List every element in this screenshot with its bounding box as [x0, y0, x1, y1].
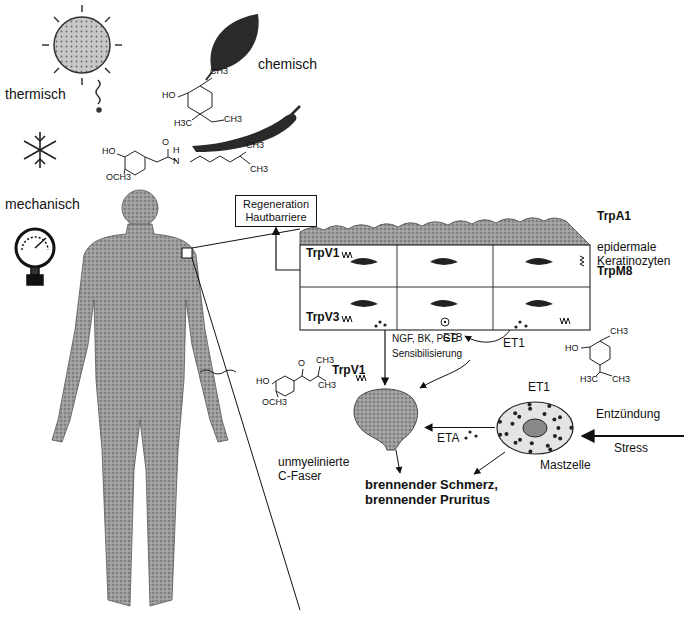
annotation-label: TrpV1	[306, 247, 339, 261]
annotation-label: TrpM8	[597, 265, 632, 279]
pressure-gauge-icon	[16, 229, 54, 285]
annotation-label: Entzündung	[596, 408, 660, 422]
annotation-label: TrpV3	[306, 311, 339, 325]
human-figure	[52, 190, 228, 606]
annotation-label: chemisch	[258, 56, 317, 72]
annotation-label: NGF, BK, PGE	[392, 333, 458, 345]
chemical-atom-label: CH3	[210, 66, 228, 76]
mast-cell: Mastzelle	[495, 400, 575, 455]
chemical-atom-label: CH3	[250, 164, 268, 174]
node-label: Mastzelle	[540, 458, 610, 472]
snowflake-icon	[24, 132, 56, 168]
annotation-label: TrpA1	[597, 210, 631, 224]
chemical-atom-label: H3C	[580, 374, 598, 384]
molecule-capsaicin	[117, 149, 250, 175]
chemical-atom-label: HO	[102, 146, 116, 156]
annotation-label: Stress	[614, 442, 648, 456]
arrow-connector	[384, 330, 385, 385]
chemical-atom-label: HO	[162, 90, 176, 100]
molecule-thymol	[178, 78, 224, 122]
annotation-label: ET1	[528, 381, 550, 395]
chemical-atom-label: O	[162, 137, 169, 147]
annotation-label: ET1	[503, 337, 525, 351]
ion-channel-symbol	[342, 252, 584, 381]
chemical-atom-label: OCH3	[106, 172, 131, 182]
arrow-connector	[276, 227, 300, 270]
arrow-connector	[425, 427, 495, 428]
chemical-atom-label: N	[173, 156, 180, 166]
chemical-atom-label: CH3	[246, 140, 264, 150]
leader-line	[192, 229, 300, 610]
annotation-label: ETA	[437, 432, 459, 446]
node-label: Regeneration Hautbarriere	[240, 198, 312, 224]
chemical-atom-label: H3C	[174, 118, 192, 128]
chemical-atom-label: OCH3	[262, 397, 287, 407]
chemical-atom-label: CH3	[612, 374, 630, 384]
molecule-capsaicin	[200, 366, 326, 397]
keratinocyte-layer: epidermale Keratinozyten	[300, 228, 590, 330]
chemical-atom-label: CH3	[316, 355, 334, 365]
chemical-atom-label: O	[298, 358, 305, 368]
chili-pepper-icon	[192, 106, 300, 152]
molecule-menthol	[581, 336, 612, 376]
leaf-icon	[206, 14, 259, 80]
annotation-label: thermisch	[5, 86, 66, 102]
annotation-label: brennender Schmerz, brennender Pruritus	[365, 478, 543, 508]
chemical-atom-label: CH3	[224, 114, 242, 124]
chemical-atom-label: CH3	[318, 380, 336, 390]
annotation-label: TrpV1	[332, 364, 365, 378]
epidermis-layer	[300, 218, 590, 330]
chemical-atom-label: HO	[256, 376, 270, 386]
annotation-label: Sensibilisierung	[392, 348, 462, 360]
chemical-atom-label: HO	[565, 343, 579, 353]
node-label: unmyelinierte C-Faser	[278, 455, 360, 484]
chemical-atom-label: CH3	[610, 326, 628, 336]
neuron-outline	[345, 385, 425, 450]
chemical-atom-label: H	[173, 145, 180, 155]
process-box: Regeneration Hautbarriere	[235, 195, 317, 227]
mast-outline	[495, 400, 575, 455]
nerve-fiber: unmyelinierte C-Faser	[345, 385, 425, 450]
annotation-label: mechanisch	[5, 196, 80, 212]
